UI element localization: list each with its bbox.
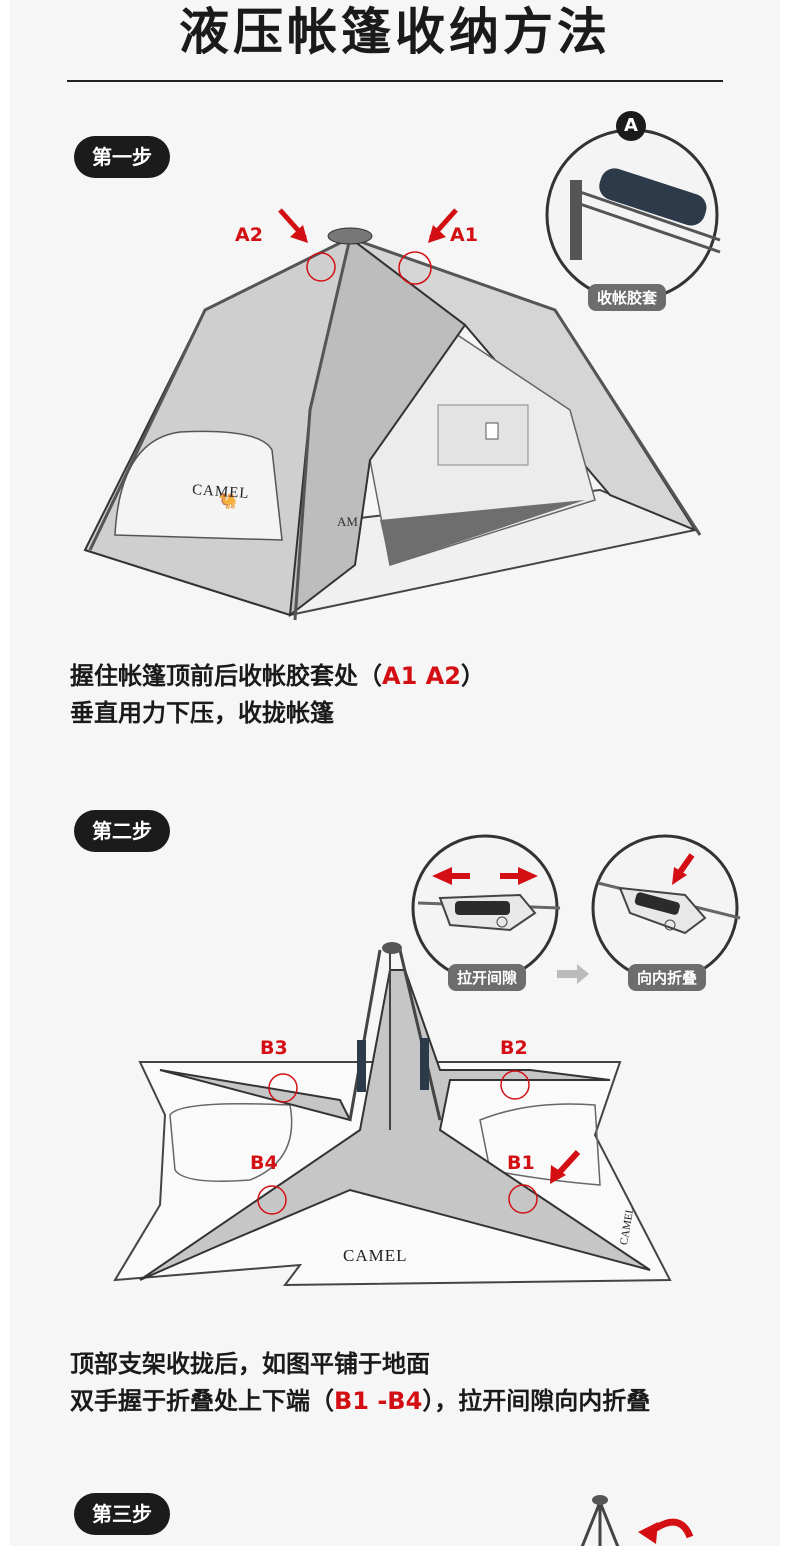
step1-desc-line1-suffix: ） [461,662,485,690]
step2-desc-line1: 顶部支架收拢后，如图平铺于地面 [70,1346,650,1383]
step-2-description: 顶部支架收拢后，如图平铺于地面 双手握于折叠处上下端（B1 -B4），拉开间隙向… [70,1346,650,1420]
step1-desc-line1-prefix: 握住帐篷顶前后收帐胶套处（ [70,662,382,690]
callout-b2: B2 [500,1037,528,1059]
detail-label-step1: 收帐胶套 [588,284,666,311]
callout-b3: B3 [260,1037,288,1059]
tent-illustration-step2 [10,930,780,1290]
step-3-badge: 第三步 [74,1493,170,1535]
step1-desc-line2: 垂直用力下压，收拢帐篷 [70,695,485,732]
callout-b4: B4 [250,1152,278,1174]
callout-a1: A1 [450,224,478,246]
brand-logo-step1-partial: AM [337,514,358,530]
detail-badge-a: A [616,111,646,141]
callout-b1: B1 [507,1152,535,1174]
step-1-description: 握住帐篷顶前后收帐胶套处（A1 A2） 垂直用力下压，收拢帐篷 [70,658,485,732]
step1-desc-highlight: A1 A2 [382,662,461,690]
step2-desc-line2-suffix: ），拉开间隙向内折叠 [422,1387,650,1415]
page: 液压帐篷收纳方法 第一步 🐫 CAMEL A [10,0,780,1546]
brand-logo-step2: CAMEL [343,1246,408,1266]
callout-a2: A2 [235,224,263,246]
step-2-badge: 第二步 [74,810,170,852]
page-title: 液压帐篷收纳方法 [10,0,780,64]
title-divider [67,80,723,82]
step2-desc-line2-prefix: 双手握于折叠处上下端（ [70,1387,334,1415]
tent-illustration-step3-partial [550,1492,750,1546]
step2-desc-highlight: B1 -B4 [334,1387,422,1415]
